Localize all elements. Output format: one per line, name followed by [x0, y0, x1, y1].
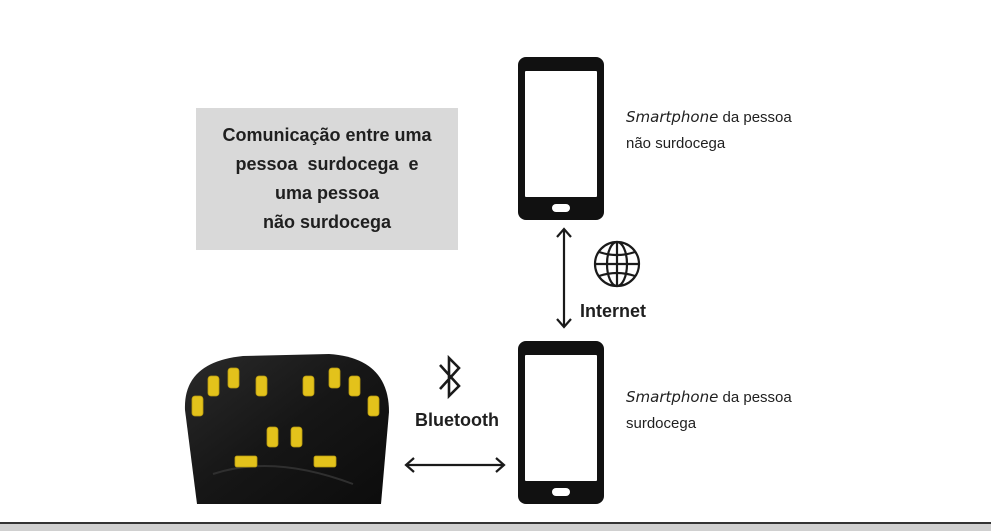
phone-screen [525, 355, 597, 481]
phone-top-label-line2: não surdocega [626, 135, 726, 152]
tactile-pad [348, 375, 361, 397]
tactile-pad [266, 426, 279, 448]
phone-top-label: Smartphone da pessoa não surdocega [626, 104, 792, 157]
phone-home-button [552, 204, 570, 212]
tactile-pad [328, 367, 341, 389]
device-seam [212, 465, 354, 485]
bottom-border [0, 522, 991, 531]
bluetooth-arrow [404, 457, 506, 473]
phone-bottom-label-italic: Smartphone [626, 388, 719, 406]
smartphone-top-icon [518, 57, 604, 220]
tactile-pad [367, 395, 380, 417]
title-line-4: não surdocega [262, 212, 392, 232]
tactile-pad [255, 375, 268, 397]
title-line-2: pessoa surdocega e [235, 154, 419, 174]
title-box: Comunicação entre uma pessoa surdocega e… [196, 108, 458, 250]
phone-top-label-rest: da pessoa [718, 109, 792, 126]
bluetooth-icon [439, 354, 461, 400]
title-line-1: Comunicação entre uma [222, 125, 432, 145]
phone-bottom-label-rest: da pessoa [718, 389, 792, 406]
tactile-pad [302, 375, 315, 397]
phone-screen [525, 71, 597, 197]
tactile-pad [290, 426, 303, 448]
phone-home-button [552, 488, 570, 496]
internet-label: Internet [580, 301, 647, 321]
internet-arrow [556, 227, 572, 329]
smartphone-bottom-icon [518, 341, 604, 504]
tactile-device-image [184, 354, 389, 504]
tactile-pad [207, 375, 220, 397]
phone-bottom-label: Smartphone da pessoa surdocega [626, 384, 792, 437]
bluetooth-label: Bluetooth [415, 410, 499, 430]
tactile-pad [234, 455, 258, 468]
tactile-pad [191, 395, 204, 417]
globe-icon [593, 240, 641, 288]
tactile-pad [313, 455, 337, 468]
title-line-3: uma pessoa [274, 183, 380, 203]
phone-top-label-italic: Smartphone [626, 108, 719, 126]
phone-bottom-label-line2: surdocega [626, 415, 697, 432]
tactile-pad [227, 367, 240, 389]
